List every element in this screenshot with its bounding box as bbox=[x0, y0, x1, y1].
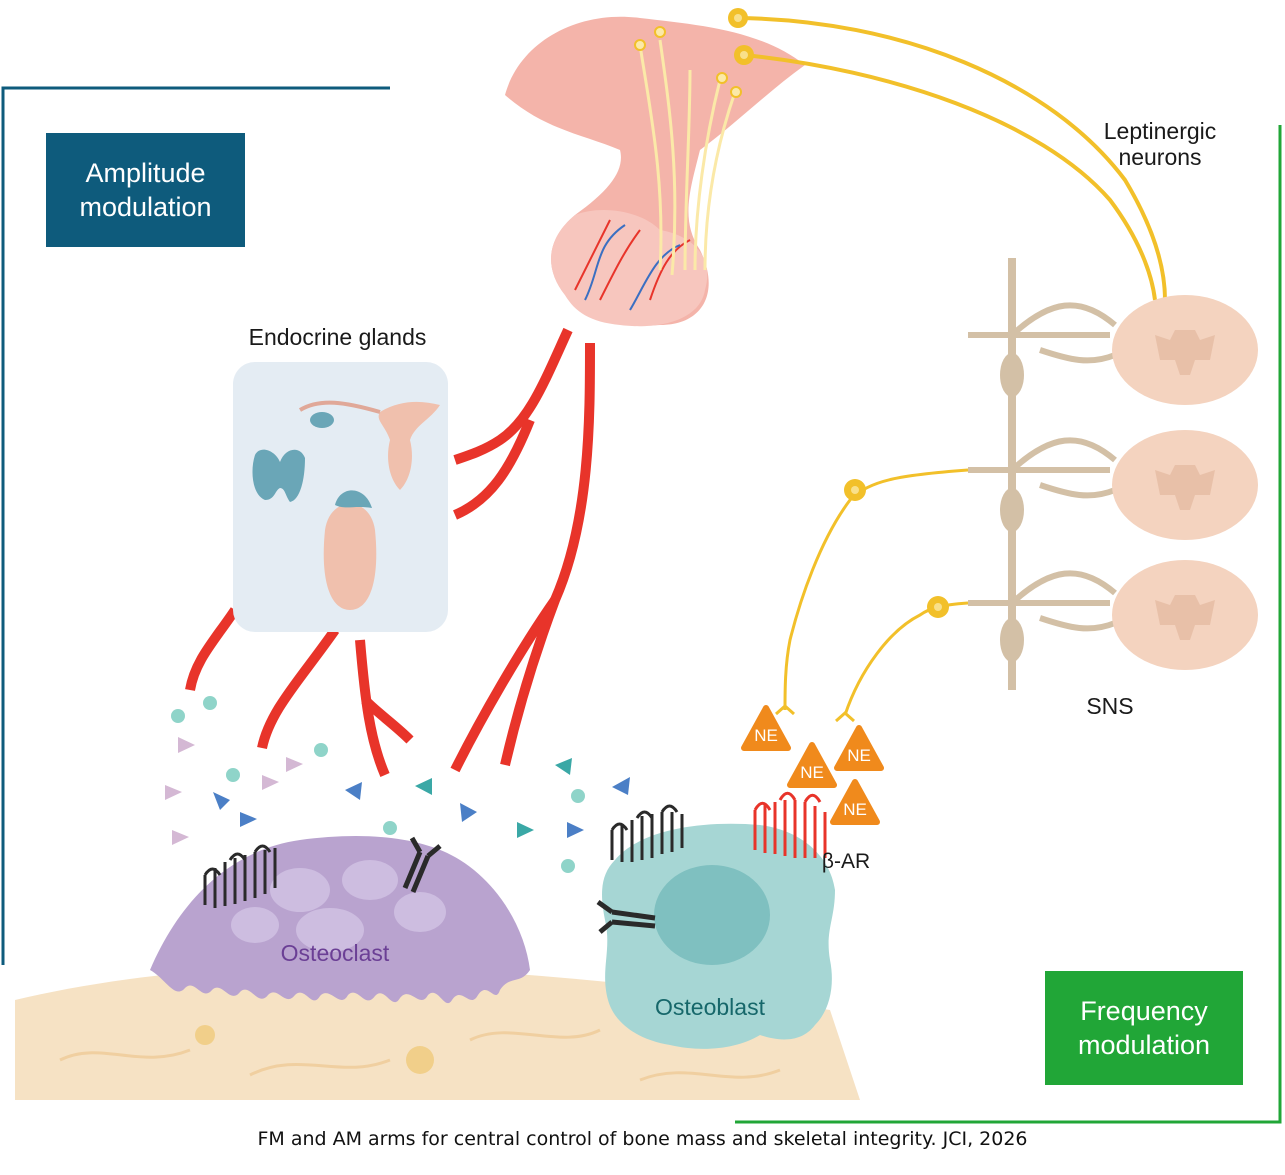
hypothalamus-pituitary bbox=[505, 16, 805, 327]
ne-label-4: NE bbox=[843, 800, 867, 819]
leptinergic-neuron-fibers bbox=[728, 8, 1167, 301]
ne-label-1: NE bbox=[754, 726, 778, 745]
frequency-frame-line bbox=[735, 125, 1282, 1124]
osteoclast-receptor-gpcr bbox=[203, 844, 277, 908]
leptinergic-neurons-label: Leptinergic neurons bbox=[1103, 118, 1217, 170]
endocrine-glands-box bbox=[233, 362, 448, 632]
osteoblast-label: Osteoblast bbox=[655, 994, 765, 1020]
ne-label-3: NE bbox=[847, 746, 871, 765]
spinal-cord-sections bbox=[1112, 295, 1258, 670]
ne-molecules bbox=[741, 705, 884, 825]
osteoclast-cell bbox=[150, 836, 530, 1004]
endocrine-glands-label: Endocrine glands bbox=[248, 324, 427, 350]
sympathetic-chain bbox=[968, 258, 1117, 690]
osteoblast-receptor-gpcr bbox=[610, 804, 684, 862]
sympathetic-fibers bbox=[783, 468, 969, 716]
blood-vessels bbox=[185, 327, 595, 777]
amplitude-modulation-box: Amplitude modulation bbox=[46, 133, 245, 247]
osteoclast-receptor-kinase bbox=[402, 836, 442, 893]
beta-ar-label: β-AR bbox=[821, 850, 871, 873]
ne-label-2: NE bbox=[800, 763, 824, 782]
figure-caption: FM and AM arms for central control of bo… bbox=[257, 1128, 1028, 1150]
sns-label: SNS bbox=[1086, 693, 1134, 719]
osteoblast-receptor-kinase bbox=[596, 899, 656, 934]
beta-ar-receptor bbox=[753, 791, 827, 858]
hormone-particles bbox=[165, 696, 630, 873]
osteoblast-cell bbox=[602, 823, 835, 1049]
amplitude-frame-line bbox=[1, 86, 390, 965]
osteoclast-label: Osteoclast bbox=[280, 940, 390, 966]
nerve-terminals bbox=[775, 703, 855, 723]
frequency-modulation-box: Frequency modulation bbox=[1045, 971, 1243, 1085]
